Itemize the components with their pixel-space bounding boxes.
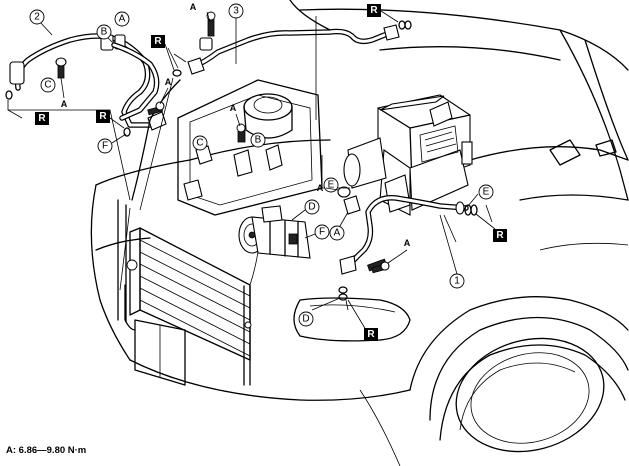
label-f-circled: F [102,141,108,152]
callout-d-compressor: D [304,199,320,215]
replace-label: R [99,111,107,122]
replace-label: R [370,5,378,16]
label-e-circled: E [483,187,490,198]
label-a-circled: A [119,14,126,25]
vehicle-body-outline [90,0,629,466]
label-b-circled: B [255,135,262,146]
label-b-circled: B [101,27,108,38]
callout-e-right: E [478,184,494,200]
discharge-pipe [124,79,259,331]
callout-part-2: 2 [29,9,45,25]
cooler-pipe-1 [337,186,469,275]
label-c-circled: C [44,80,51,91]
callout-b-bay: B [250,132,266,148]
callout-d-lower: D [298,311,314,327]
label-a-circled: A [334,228,341,239]
torque-label-a: A [190,2,197,12]
callout-part-3: 3 [228,3,244,19]
callout-c-bay: C [192,135,208,151]
replace-mark-right: R [493,229,507,242]
torque-spec-note: A: 6.86—9.80 N·m [6,445,87,456]
torque-marks: A A A A A A [61,2,411,248]
suction-hose-middle [111,42,160,121]
leader-lines [7,11,493,311]
callout-b-top: B [96,24,112,40]
label-part-2: 2 [34,12,40,23]
o-ring [404,20,412,30]
replace-label: R [154,36,162,47]
o-ring [338,286,348,294]
torque-label-a: A [165,77,172,87]
o-ring [172,69,182,77]
label-f-circled: F [319,227,325,238]
replace-mark-bottom: R [364,328,378,341]
replace-mark-mid-left: R [96,110,110,123]
callout-a-top: A [114,11,130,27]
callout-c-left: C [40,77,56,93]
compressor [238,205,311,259]
o-ring [338,293,348,301]
label-part-1: 1 [454,276,460,287]
replace-label: R [367,329,375,340]
bracket-a [233,149,253,177]
label-c-circled: C [196,138,203,149]
replace-mark-left: R [35,112,49,125]
torque-label-a: A [230,103,237,113]
pipe-clamp-c-lower [183,179,203,201]
label-d-circled: D [302,314,309,325]
torque-label-a: A [61,99,68,109]
o-ring [470,204,478,216]
torque-label-a: A [317,183,324,193]
label-part-3: 3 [233,6,239,17]
replace-mark-top-center: R [151,35,165,48]
engine-bay-inset [177,79,323,216]
callout-f-compressor: F [314,224,330,240]
cooler-hose-2 [9,33,167,131]
callout-a-pipe: A [329,225,345,241]
replace-label: R [496,230,504,241]
cooler-pipe-3 [187,11,400,75]
condenser [117,199,252,386]
torque-label-a: A [404,238,411,248]
pipe-clamp-b [265,144,283,171]
heater-unit [343,94,473,216]
o-ring [123,127,131,137]
callout-f-left: F [97,138,113,154]
replace-label: R [38,113,46,124]
callout-part-1: 1 [449,273,465,289]
o-ring [5,90,13,100]
o-ring [398,20,406,30]
bolts [55,57,390,274]
replace-mark-top-right: R [367,4,381,17]
label-e-circled: E [328,180,335,191]
o-rings [5,20,478,301]
label-d-circled: D [308,202,315,213]
